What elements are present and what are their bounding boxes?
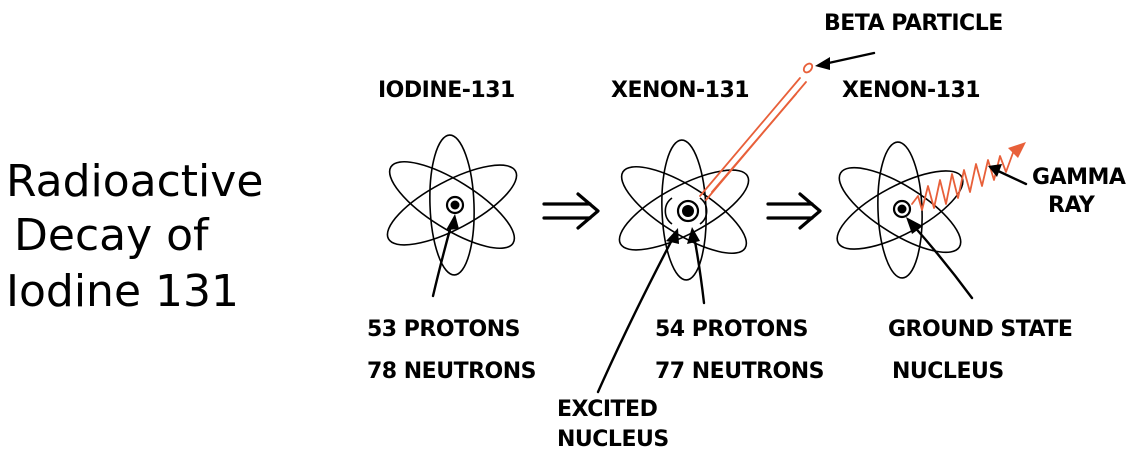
beta-particle-emission	[699, 62, 814, 201]
decay-arrow-1	[542, 192, 600, 230]
excited-nucleus	[664, 197, 708, 225]
nucleus	[445, 195, 465, 215]
atom-xenon-131-excited: XENON-131	[557, 62, 825, 452]
pointer-line	[822, 51, 876, 66]
pointer-head	[446, 214, 459, 230]
title-line-1: Radioactive	[6, 156, 263, 207]
nucleus-core	[682, 205, 694, 217]
atom-caption-iodine-protons: 53 PROTONS	[367, 317, 520, 342]
gamma-ray-callout: GAMMA RAY	[988, 164, 1126, 218]
nucleus	[892, 199, 912, 219]
arrow-head	[576, 192, 600, 230]
diagram-title: Radioactive Decay of Iodine 131	[6, 156, 263, 317]
orbit	[429, 134, 475, 276]
atom-label-iodine-131: IODINE-131	[378, 78, 515, 103]
orbit	[618, 169, 750, 251]
gamma-ray-label-line-2: RAY	[1048, 193, 1096, 218]
atom-label-xenon-131-ground: XENON-131	[842, 78, 980, 103]
decay-arrow-2	[766, 192, 822, 230]
pointer-arrow	[596, 228, 679, 394]
gamma-ray-label-line-1: GAMMA	[1032, 165, 1126, 190]
atom-label-xenon-131-excited: XENON-131	[611, 78, 749, 103]
beta-particle-label: BETA PARTICLE	[824, 11, 1003, 36]
gamma-wave	[911, 149, 1015, 211]
arrow-head	[798, 192, 822, 230]
atom-caption-ground-state: GROUND STATE	[888, 317, 1072, 342]
pointer-head	[687, 227, 700, 244]
electron-orbits	[386, 134, 518, 276]
pointer-head	[906, 217, 923, 234]
pointer-line	[431, 220, 454, 298]
gamma-ray-emission	[911, 142, 1026, 211]
atom-xenon-131-ground: XENON-131 GROUND STATE NUCLEUS	[836, 78, 1073, 384]
orbit	[620, 165, 748, 255]
excitation-mark	[699, 197, 708, 225]
beta-trail-line	[699, 77, 801, 197]
atom-caption-iodine-neutrons: 78 NEUTRONS	[367, 359, 536, 384]
atom-caption-xenon-neutrons: 77 NEUTRONS	[655, 359, 824, 384]
pointer-head	[815, 57, 830, 70]
pointer-line	[910, 222, 974, 300]
nucleus-core	[897, 204, 907, 214]
atom-caption-nucleus: NUCLEUS	[892, 359, 1004, 384]
beta-particle	[802, 62, 814, 74]
pointer-arrow	[687, 227, 706, 305]
gamma-arrow-head	[1008, 142, 1026, 158]
pointer-line	[994, 168, 1028, 186]
excited-nucleus-label-line-1: EXCITED	[557, 397, 658, 422]
orbit	[386, 164, 518, 246]
nucleus-core	[450, 200, 460, 210]
pointer-line	[596, 234, 676, 394]
title-line-2: Decay of	[14, 210, 210, 261]
beta-trail-line	[711, 93, 797, 193]
pointer-head	[666, 228, 679, 244]
orbit	[838, 166, 962, 254]
atom-caption-xenon-protons: 54 PROTONS	[655, 317, 808, 342]
excited-nucleus-label-line-2: NUCLEUS	[557, 427, 669, 452]
pointer-arrow	[431, 214, 459, 298]
pointer-head	[988, 164, 1002, 177]
title-line-3: Iodine 131	[6, 266, 239, 317]
excitation-mark	[664, 197, 673, 225]
orbit	[388, 160, 516, 250]
atom-iodine-131: IODINE-131 53 PROTONS 78 NEUTRONS	[367, 78, 537, 384]
pointer-arrow	[906, 217, 974, 300]
beta-particle-callout: BETA PARTICLE	[815, 11, 1003, 70]
